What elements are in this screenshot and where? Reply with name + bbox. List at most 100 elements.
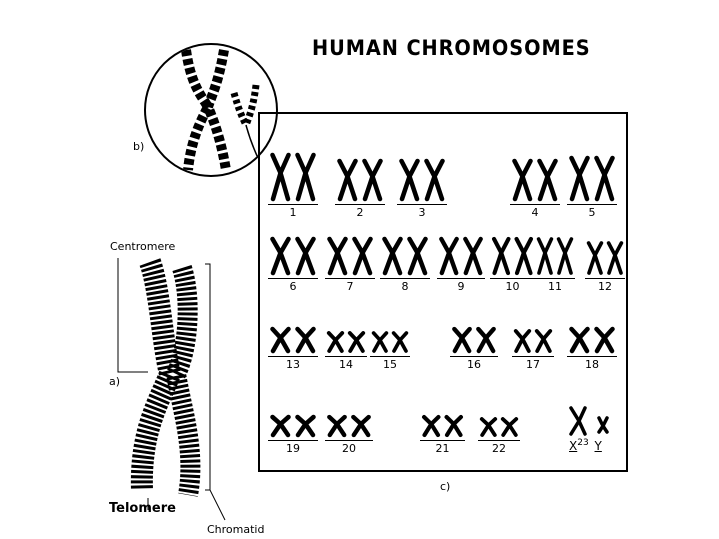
chromosome-pair-shapes [479, 417, 519, 437]
pair-underline [268, 356, 318, 357]
pair-underline [450, 356, 498, 357]
pair-number: 8 [401, 280, 409, 293]
chromatid-right [470, 236, 483, 276]
pair-number: 19 [286, 442, 300, 455]
chromatid-right [543, 237, 554, 275]
pair-number: 3 [418, 206, 426, 219]
chromosome-pair-9: 9 [437, 236, 485, 293]
pair-underline [490, 278, 535, 279]
chromosome-pair-shapes [452, 326, 496, 354]
chromatid-right [334, 236, 348, 276]
chromatid-right [602, 155, 615, 202]
chromosome-pair-14: 14 [325, 330, 367, 371]
chromosome-pair-3: 3 [397, 158, 447, 219]
chromosome-pair-shapes [270, 152, 316, 202]
chromatid-right [407, 158, 420, 202]
label-a: a) [109, 375, 121, 388]
chromatid-right [303, 152, 316, 202]
chromatid-right [359, 236, 373, 276]
pair-underline [510, 204, 560, 205]
pair-underline [380, 278, 430, 279]
chromatid-right [397, 331, 409, 353]
chromosome-pair-15: 15 [370, 330, 410, 371]
chromatid-right [277, 326, 291, 354]
chromatid-right [278, 152, 291, 202]
pair-number: 2 [356, 206, 364, 219]
pair-number: 13 [286, 358, 300, 371]
pair-number: 15 [383, 358, 397, 371]
pair-underline [325, 356, 367, 357]
pair-number: 6 [289, 280, 297, 293]
pair-number: 10 [505, 280, 520, 293]
chromosome-pair-shapes [512, 158, 558, 202]
chromosome-pair-shapes [569, 155, 615, 202]
chromatid-right [563, 237, 574, 275]
chromosome-pair-16: 16 [450, 326, 498, 371]
chromosome-pair-7: 7 [325, 236, 375, 293]
sex-chromosome-shapes [569, 406, 609, 436]
pair-number: 5 [588, 206, 596, 219]
chromosome-pair-19: 19 [268, 414, 318, 455]
chromosome-pair-shapes [371, 331, 409, 353]
chromosome-pair-18: 18 [567, 326, 617, 371]
chromosome-pair-6: 6 [268, 236, 318, 293]
chromatid-right [486, 417, 498, 437]
chromatid-right [302, 326, 316, 354]
pair-underline [268, 278, 318, 279]
pair-underline [268, 440, 318, 441]
pair-underline [437, 278, 485, 279]
pair-number: 14 [339, 358, 353, 371]
chromatid-right [432, 158, 445, 202]
chromosome-pair-shapes [327, 236, 373, 276]
chromosome-pair-13: 13 [268, 326, 318, 371]
inset-chromosome-drawing [181, 49, 265, 171]
chromatid-left [586, 241, 597, 275]
chromatid-right [277, 236, 291, 276]
pair-underline [567, 356, 617, 357]
chromatid-right [428, 414, 441, 438]
pair-number: 18 [585, 358, 599, 371]
chromosome-pair-shapes [270, 326, 316, 354]
pair-underline [325, 440, 373, 441]
pair-number: 12 [598, 280, 612, 293]
chromatid-right [613, 241, 624, 275]
chromatid-right [520, 158, 533, 202]
chromatid-right [277, 414, 291, 438]
chromosome-pair-shapes [492, 236, 533, 276]
chromosome-x-label: X23 Y [569, 438, 602, 453]
pair-number: 20 [342, 442, 356, 455]
chromatid-left [536, 237, 547, 275]
chromosome-pair-21: 21 [420, 414, 465, 455]
label-b: b) [133, 140, 145, 153]
pair-underline [585, 278, 625, 279]
label-centromere: Centromere [110, 240, 176, 253]
chromosome-pair-shapes [569, 326, 615, 354]
chromatid-right [446, 236, 459, 276]
pair-underline [512, 356, 554, 357]
chromosome-pair-shapes [382, 236, 428, 276]
pair-number: 1 [289, 206, 297, 219]
label-c: c) [440, 480, 451, 493]
magnified-chromosome-inset [144, 43, 278, 177]
chromosome-pair-shapes [586, 241, 624, 275]
label-chromatid: Chromatid [207, 523, 265, 536]
pair-underline [370, 356, 410, 357]
chromatid-left [556, 237, 567, 275]
pair-underline [478, 440, 520, 441]
karyotype-panel [258, 112, 628, 472]
chromosome-pair-12: 12 [585, 240, 625, 293]
label-telomere: Telomere [109, 501, 176, 516]
chromatid-left [606, 241, 617, 275]
chromosome-pair-2: 2 [335, 158, 385, 219]
chromosome-pair-shapes [513, 329, 553, 353]
chromosome-pair-shapes [326, 331, 366, 353]
chromatid-right [358, 414, 371, 438]
pair-number: 11 [548, 280, 562, 293]
chromatid-right [377, 331, 389, 353]
chromosome-pair-shapes [422, 414, 463, 438]
chromatid-right [414, 236, 428, 276]
chromosome-pair-4: 4 [510, 158, 560, 219]
chromatid-right [601, 326, 615, 354]
pair-underline [325, 278, 375, 279]
chromatid-right [541, 329, 553, 353]
